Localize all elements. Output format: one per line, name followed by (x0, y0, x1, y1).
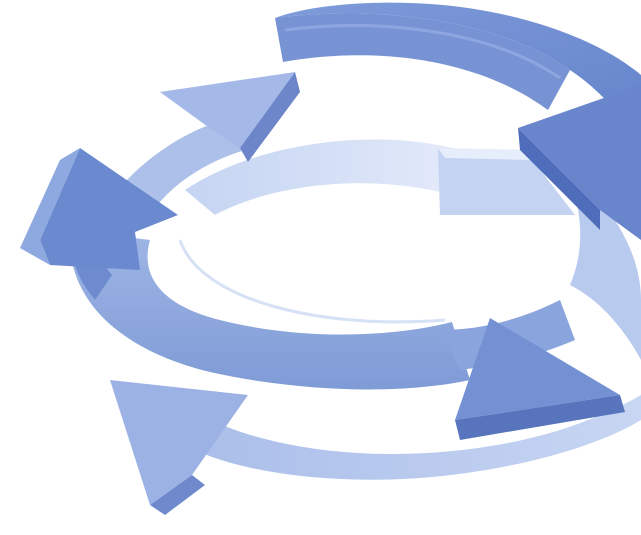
front-arc-highlight (180, 240, 445, 322)
